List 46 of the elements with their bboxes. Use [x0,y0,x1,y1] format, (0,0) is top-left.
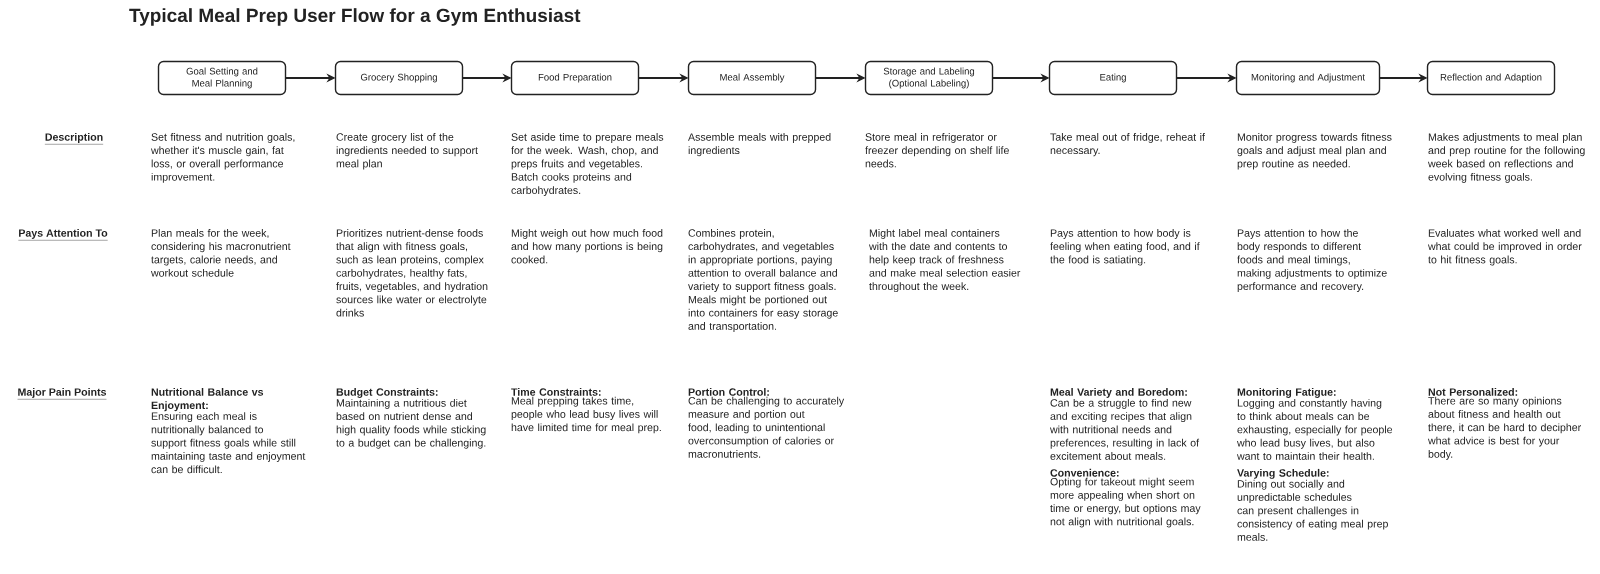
pain-point-title: Meal Variety and Boredom: [1050,388,1187,398]
pain-point-text: Ensuring each meal is nutritionally balanced to support fitness goals while still maintaining taste and enjoyment can be difficult. [151,412,306,474]
pain-point-text: Opting for takeout might seem more appealing when short on time or energy, but options may not align with nutritional goals. [1050,477,1201,528]
pain-point-text: There are so many opinions about fitness and health out there, it can be hard to decipher what advice is best for your body. [1428,396,1581,460]
step-description: Combines protein, carbohydrates, and vegetables in appropriate portions, paying attention to overall balance and variety to support fitness goals. Meals might be portioned out into containers for easy storage and transportation. [688,229,838,332]
pain-point-text: Dining out socially and unpredictable schedules can present challenges in consistency of eating meal prep meals. [1237,479,1388,541]
pain-point-title: Monitoring Fatigue: [1237,388,1336,398]
step-description: Pays attention to how body is feeling when eating food, and if the food is satiating. [1050,229,1200,266]
pain-point-text: Logging and constantly having to think about meals can be exhausting, especially for people who lead busy lives, but also want to maintain their health. [1237,398,1393,460]
pain-point-title: Varying Schedule: [1237,468,1329,479]
pain-point-title: Convenience: [1050,468,1119,477]
process-box: Food Preparation [510,60,640,96]
step-description: Might label meal containers with the date and contents to help keep track of freshness and make meal selection easier throughout the week. [869,229,1021,293]
step-description: Set aside time to prepare meals for the week. Wash, chop, and preps fruits and vegetables. Batch cooks proteins and carbohydrates. [511,133,664,197]
step-description: Create grocery list of the ingredients needed to support meal plan [336,133,478,170]
step-description: Store meal in refrigerator or freezer depending on shelf life needs. [865,133,1009,168]
process-box: Reflection and Adaption [1426,60,1556,96]
row-heading: Major Pain Points [17,388,107,400]
step-description: Makes adjustments to meal plan and prep routine for the following week based on reflections and evolving fitness goals. [1428,133,1585,183]
step-description: Prioritizes nutrient-dense foods that align with fitness goals, such as lean proteins, complex carbohydrates, healthy fats, fruits, vegetables, and hydration sources like water or electrolyte drinks [336,229,488,317]
pain-point-text: Meal prepping takes time, people who lead busy lives will have limited time for meal prep. [511,396,661,434]
step-description: Assemble meals with prepped ingredients [688,133,831,157]
pain-point-title: Portion Control: [688,388,769,396]
row-heading: Description [44,133,104,145]
step-description: Evaluates what worked well and what could be improved in order to hit fitness goals. [1428,229,1582,266]
step-description: Monitor progress towards fitness goals and adjust meal plan and prep routine as needed. [1237,133,1392,170]
step-description: Set fitness and nutrition goals, whether it's muscle gain, fat loss, or overall performance improvement. [151,133,295,183]
pain-point-text: Maintaining a nutritious diet based on nutrient dense and high quality foods while sticking to a budget can be challenging. [336,398,486,449]
process-box: Monitoring and Adjustment [1235,60,1381,96]
pain-point-title: Nutritional Balance vs Enjoyment: [151,388,264,412]
process-box: Storage and Labeling (Optional Labeling) [864,60,994,96]
process-box: Eating [1048,60,1178,96]
process-box: Goal Setting and Meal Planning [157,60,287,96]
row-heading: Pays Attention To [18,229,108,241]
pain-point-title: Not Personalized: [1428,388,1518,396]
pain-point-text: Can be challenging to accurately measure and portion out food, leading to unintentional overconsumption of calories or macronutrients. [688,396,845,458]
title: Typical Meal Prep User Flow for a Gym Enthusiast [129,8,581,26]
step-description: Plan meals for the week, considering his macronutrient targets, calorie needs, and workout schedule [151,229,291,277]
pain-point-title: Time Constraints: [511,388,601,396]
pain-point-text: Can be a struggle to find new and exciting recipes that align with nutritional needs and preferences, resulting in lack of excitement about meals. [1050,398,1200,460]
step-description: Pays attention to how the body responds to different foods and meal timings, making adjustments to optimize performance and recovery. [1237,229,1387,293]
pain-point-title: Budget Constraints: [336,388,438,398]
process-box: Meal Assembly [687,60,817,96]
step-description: Might weigh out how much food and how many portions is being cooked. [511,229,663,264]
step-description: Take meal out of fridge, reheat if necessary. [1050,133,1205,157]
process-box: Grocery Shopping [334,60,464,96]
